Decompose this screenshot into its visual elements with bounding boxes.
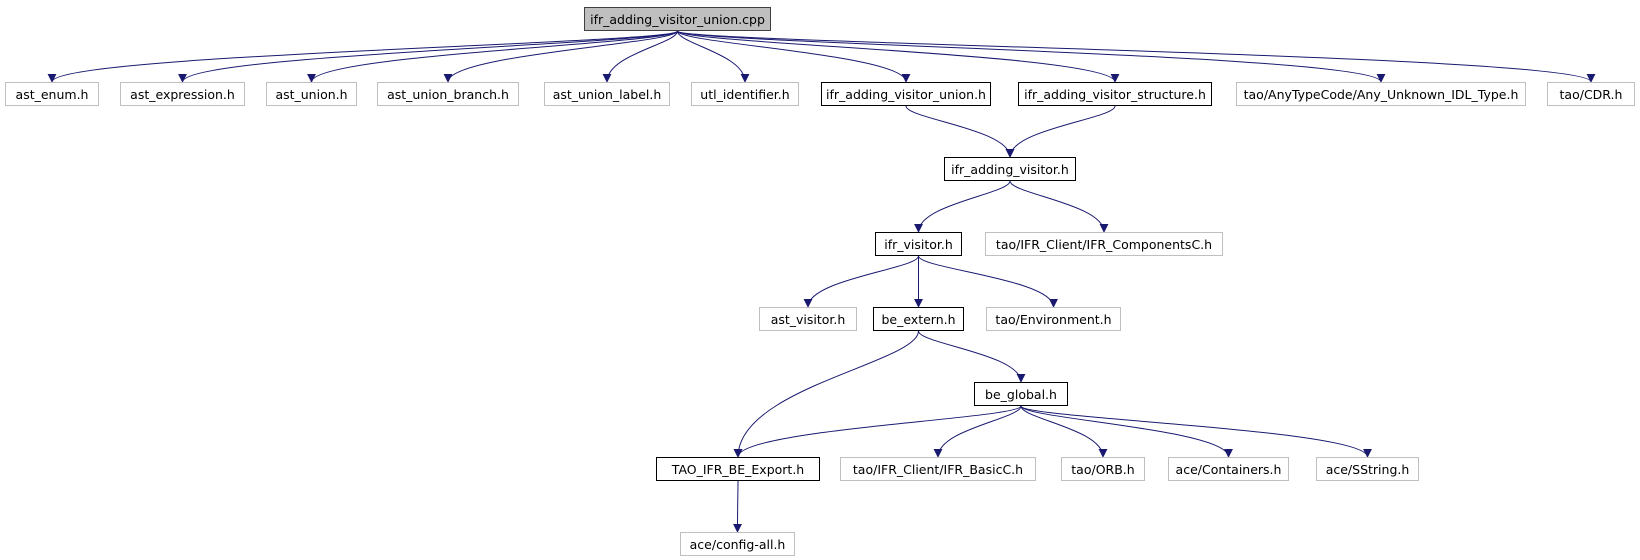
- node-ast-union-branch-h[interactable]: ast_union_branch.h: [377, 82, 519, 106]
- node-ifr-adding-visitor-union-cpp: ifr_adding_visitor_union.cpp: [584, 7, 771, 31]
- edge-be_extern-to-be_global: [918, 330, 1026, 383]
- edge-ifr_visitor_h-to-ast_visitor: [803, 255, 919, 308]
- node-ifr-visitor-h[interactable]: ifr_visitor.h: [875, 232, 962, 256]
- node-ast-enum-h[interactable]: ast_enum.h: [5, 82, 99, 106]
- node-ast-union-label-h[interactable]: ast_union_label.h: [544, 82, 670, 106]
- node-tao-environment-h[interactable]: tao/Environment.h: [986, 307, 1121, 331]
- edge-root-to-ifr_adding_visitor_structure_h: [677, 30, 1120, 83]
- edge-be_global-to-ace_sstring: [1020, 405, 1372, 458]
- edge-root-to-ifr_adding_visitor_union_h: [677, 30, 911, 83]
- edge-tao_ifr_be_export-to-ace_config_all: [733, 480, 743, 533]
- edge-be_global-to-tao_ifr_be_export: [733, 405, 1022, 458]
- node-ace-config-all-h[interactable]: ace/config-all.h: [680, 532, 795, 556]
- node-ifr-adding-visitor-h[interactable]: ifr_adding_visitor.h: [944, 157, 1076, 181]
- edge-root-to-ast_union: [307, 30, 678, 83]
- node-ace-containers-h[interactable]: ace/Containers.h: [1168, 457, 1289, 481]
- node-ifr-basic-c-h[interactable]: tao/IFR_Client/IFR_BasicC.h: [840, 457, 1036, 481]
- edge-root-to-ast_enum: [47, 30, 678, 83]
- node-be-extern-h[interactable]: be_extern.h: [873, 307, 964, 331]
- node-ifr-adding-visitor-structure-h[interactable]: ifr_adding_visitor_structure.h: [1018, 82, 1212, 106]
- node-tao-orb-h[interactable]: tao/ORB.h: [1061, 457, 1145, 481]
- node-ast-expression-h[interactable]: ast_expression.h: [120, 82, 245, 106]
- edge-root-to-ast_union_label: [602, 30, 678, 83]
- edge-be_global-to-tao_orb: [1020, 405, 1108, 458]
- node-any-unknown-idl-type-h[interactable]: tao/AnyTypeCode/Any_Unknown_IDL_Type.h: [1236, 82, 1526, 106]
- node-ast-visitor-h[interactable]: ast_visitor.h: [759, 307, 857, 331]
- edge-be_extern-to-tao_ifr_be_export: [733, 330, 919, 458]
- edge-be_global-to-ifr_basic_c: [933, 405, 1022, 458]
- node-ast-union-h[interactable]: ast_union.h: [266, 82, 357, 106]
- edge-layer: [47, 30, 1596, 533]
- node-ace-sstring-h[interactable]: ace/SString.h: [1316, 457, 1419, 481]
- edge-ifr_adding_visitor_structure_h-to-ifr_adding_visitor_h: [1005, 105, 1116, 158]
- edge-ifr_adding_visitor_h-to-ifr_components_c: [1009, 180, 1109, 233]
- node-tao-cdr-h[interactable]: tao/CDR.h: [1547, 82, 1635, 106]
- edge-root-to-tao_cdr: [677, 30, 1596, 83]
- node-ifr-adding-visitor-union-h[interactable]: ifr_adding_visitor_union.h: [821, 82, 991, 106]
- edge-ifr_visitor_h-to-tao_environment: [918, 255, 1058, 308]
- edge-ifr_adding_visitor_union_h-to-ifr_adding_visitor_h: [905, 105, 1015, 158]
- edge-be_global-to-ace_containers: [1020, 405, 1233, 458]
- edge-root-to-ast_expression: [178, 30, 678, 83]
- edge-root-to-ast_union_branch: [443, 30, 678, 83]
- node-be-global-h[interactable]: be_global.h: [974, 382, 1068, 406]
- node-ifr-components-c-h[interactable]: tao/IFR_Client/IFR_ComponentsC.h: [985, 232, 1223, 256]
- edge-root-to-any_unknown_idl_type: [677, 30, 1386, 83]
- node-tao-ifr-be-export-h[interactable]: TAO_IFR_BE_Export.h: [656, 457, 820, 481]
- edge-ifr_adding_visitor_h-to-ifr_visitor_h: [914, 180, 1011, 233]
- node-utl-identifier-h[interactable]: utl_identifier.h: [691, 82, 799, 106]
- edge-root-to-utl_identifier: [677, 30, 750, 83]
